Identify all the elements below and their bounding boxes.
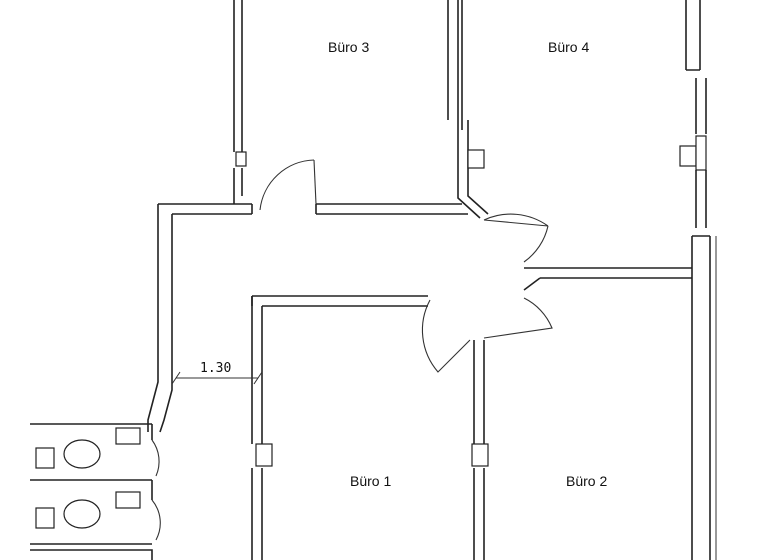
room-label-buero1: Büro 1 bbox=[350, 473, 391, 489]
door-buero3 bbox=[259, 159, 317, 211]
room-label-buero3: Büro 3 bbox=[328, 39, 369, 55]
wall-buero4 bbox=[685, 0, 707, 228]
room-label-buero2: Büro 2 bbox=[566, 473, 607, 489]
wall-corridor-left bbox=[147, 204, 173, 433]
radiator bbox=[235, 135, 707, 467]
door-buero1 bbox=[421, 299, 471, 373]
wall-buero2 bbox=[523, 235, 717, 560]
dimension-line bbox=[171, 371, 263, 385]
wall-buero1-buero2 bbox=[473, 340, 485, 560]
wall-buero3 bbox=[233, 0, 463, 204]
door-buero4 bbox=[483, 213, 549, 263]
wall-corridor-top bbox=[158, 120, 489, 219]
door-buero2 bbox=[483, 297, 553, 339]
wall-buero1 bbox=[251, 295, 428, 560]
room-label-buero4: Büro 4 bbox=[548, 39, 589, 55]
wc-block bbox=[30, 423, 161, 560]
dimension-label: 1.30 bbox=[200, 361, 231, 376]
